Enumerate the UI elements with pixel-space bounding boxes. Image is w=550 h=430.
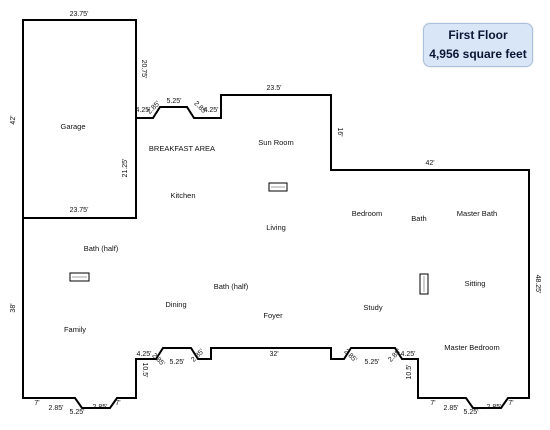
dim-bay-mid-right-side: 10.5' [406, 365, 413, 380]
dim-garage-bottom: 23.75' [70, 207, 89, 214]
dim-sunroom-top: 23.5' [267, 85, 282, 92]
dim-bay-mid-right-a: 2.85' [342, 348, 358, 364]
dim-garage-right-lower: 21.25' [122, 159, 129, 178]
dim-garage-left: 42' [10, 115, 17, 124]
dim-sunroom-right: 16' [336, 127, 343, 136]
breakfast-area-label: BREAKFAST AREA [149, 144, 215, 153]
dim-bay-mid-left-c: 5.25' [170, 359, 185, 366]
dim-bay-top-e: 4.25' [204, 107, 219, 114]
bath-half-mid-label: Bath (half) [214, 282, 249, 291]
garage-label: Garage [60, 122, 85, 131]
dim-front-middle: 32' [269, 351, 278, 358]
dim-garage-right-upper: 20.75' [140, 60, 147, 79]
sunroom-label: Sun Room [258, 138, 293, 147]
dim-bottom-left-e: 7' [115, 400, 120, 407]
dim-bottom-right-c: 5.25' [464, 409, 479, 416]
house-outline [22, 94, 530, 409]
garage-outline [22, 19, 137, 219]
dim-bottom-left-b: 2.85' [49, 405, 64, 412]
dining-label: Dining [165, 300, 186, 309]
dim-bottom-left-c: 5.25' [70, 409, 85, 416]
dim-garage-top: 23.75' [70, 11, 89, 18]
dim-bottom-right-a: 7' [430, 400, 435, 407]
kitchen-label: Kitchen [170, 191, 195, 200]
dim-bottom-right-e: 7' [508, 400, 513, 407]
dim-bay-mid-left-side: 10.5' [141, 363, 148, 378]
living-label: Living [266, 223, 286, 232]
study-label: Study [363, 303, 382, 312]
dim-bottom-left-a: 7' [34, 400, 39, 407]
dim-right-wing-top: 42' [425, 160, 434, 167]
floor-title: First Floor [448, 28, 508, 42]
bath-label: Bath [411, 214, 426, 223]
dim-right-side: 48.25' [534, 275, 541, 294]
dim-bottom-left-d: 2.85' [93, 404, 108, 411]
master-bedroom-label: Master Bedroom [444, 343, 499, 352]
floor-info-badge: First Floor 4,956 square feet [423, 23, 533, 67]
floor-area: 4,956 square feet [429, 47, 527, 61]
dim-bay-top-a: 4.25' [136, 107, 151, 114]
dim-bottom-right-d: 2.85' [487, 404, 502, 411]
dim-bay-mid-right-b: 5.25' [365, 359, 380, 366]
master-bath-label: Master Bath [457, 209, 497, 218]
family-label: Family [64, 325, 86, 334]
dim-bay-mid-right-d: 4.25' [401, 351, 416, 358]
sitting-label: Sitting [465, 279, 486, 288]
dim-left-side: 38' [10, 303, 17, 312]
dim-bottom-right-b: 2.85' [444, 405, 459, 412]
dim-bay-mid-left-a: 4.25' [137, 351, 152, 358]
dim-bay-top-c: 5.25' [167, 98, 182, 105]
foyer-label: Foyer [263, 311, 283, 320]
bedroom-label: Bedroom [352, 209, 382, 218]
bath-half-left-label: Bath (half) [84, 244, 119, 253]
